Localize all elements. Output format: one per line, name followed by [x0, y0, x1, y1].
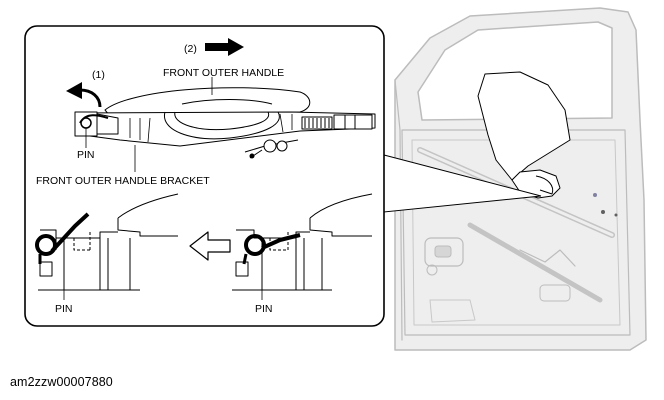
curved-arrow-icon [66, 82, 102, 108]
door-window [417, 21, 613, 121]
arrow-right-icon [205, 38, 244, 56]
step-1-label: (1) [92, 69, 105, 81]
pin-detail-removed [232, 193, 373, 300]
front-outer-handle-label: FRONT OUTER HANDLE [163, 67, 284, 79]
pin-label-top: PIN [77, 149, 95, 161]
front-outer-handle-assembly [74, 87, 376, 159]
step-2-label: (2) [184, 43, 197, 55]
front-outer-handle [104, 87, 311, 117]
front-outer-handle-bracket-label: FRONT OUTER HANDLE BRACKET [36, 175, 210, 187]
pin-label-bottom-right: PIN [255, 303, 273, 315]
figure-id-caption: am2zzw00007880 [10, 375, 113, 389]
arrow-left-hollow-icon [189, 231, 231, 261]
pin-label-bottom-left: PIN [55, 303, 73, 315]
arm-sleeve [477, 71, 571, 181]
pin-detail-installed [35, 193, 179, 300]
